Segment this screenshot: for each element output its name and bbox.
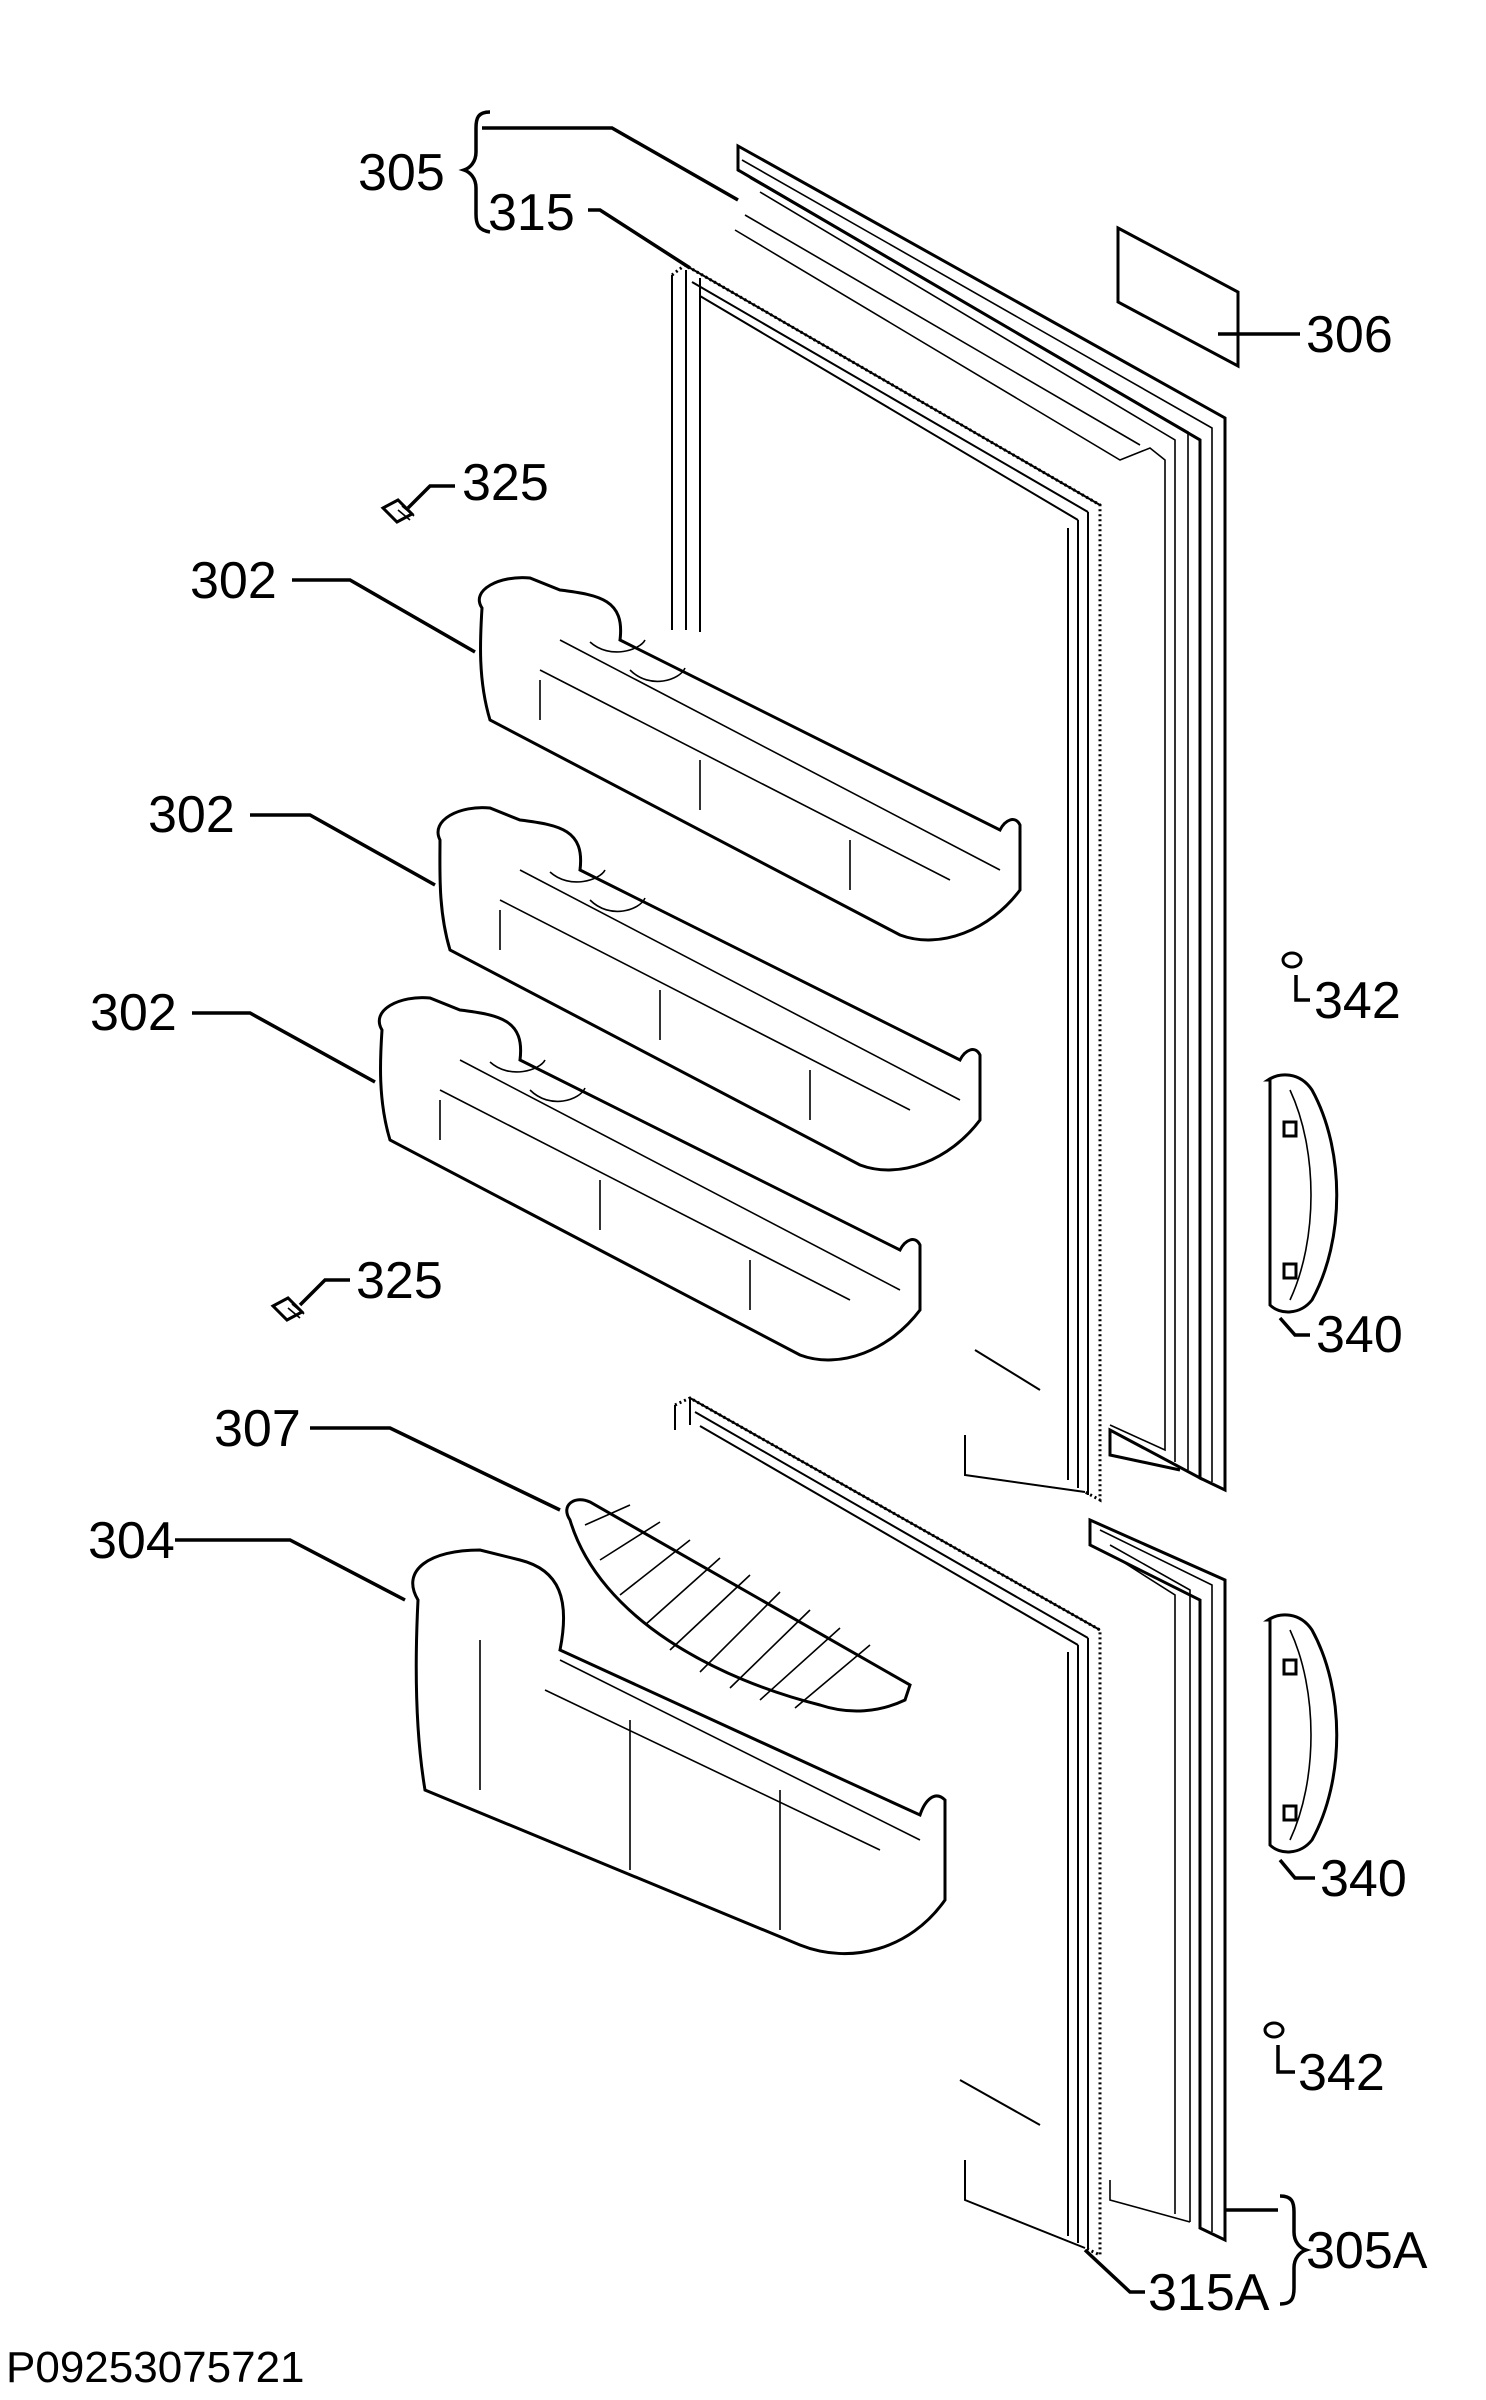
label-302-top: 302	[190, 552, 277, 610]
label-306: 306	[1306, 306, 1393, 364]
label-302-middle: 302	[148, 786, 235, 844]
drawing-code: P09253075721	[6, 2343, 305, 2392]
brace-305	[458, 110, 491, 234]
screw-325-bottom	[270, 1296, 305, 1322]
label-342-top: 342	[1314, 972, 1401, 1030]
label-325-top: 325	[462, 454, 549, 512]
bushing-342-top	[1281, 951, 1303, 969]
door-label-sticker-306	[1116, 225, 1240, 369]
lower-door-gasket	[674, 1396, 1102, 2258]
door-shelf-302-top	[478, 576, 1022, 942]
label-315A: 315A	[1148, 2264, 1270, 2322]
door-handle-340-bottom	[1263, 1613, 1339, 1854]
wire-shelf-307	[565, 1498, 912, 1713]
door-bin-304	[411, 1548, 947, 1956]
door-handle-340-top	[1263, 1073, 1339, 1314]
label-342-bottom: 342	[1298, 2044, 1385, 2102]
upper-door-gasket	[671, 263, 1102, 1503]
bushing-342-bottom	[1263, 2021, 1285, 2039]
label-305: 305	[358, 144, 445, 202]
label-340-bottom: 340	[1320, 1850, 1407, 1908]
label-305A: 305A	[1306, 2222, 1428, 2280]
label-340-top: 340	[1316, 1306, 1403, 1364]
label-325-bottom: 325	[356, 1252, 443, 1310]
lower-door-panel	[1088, 1517, 1227, 2243]
label-307: 307	[214, 1400, 301, 1458]
door-shelf-302-middle	[436, 806, 982, 1172]
screw-325-top	[380, 498, 415, 524]
label-302-bottom: 302	[90, 984, 177, 1042]
door-shelf-302-bottom	[378, 996, 922, 1362]
leader-lines	[175, 126, 1315, 2294]
label-304: 304	[88, 1512, 175, 1570]
label-315: 315	[488, 184, 575, 242]
brace-305A	[1279, 2194, 1312, 2306]
